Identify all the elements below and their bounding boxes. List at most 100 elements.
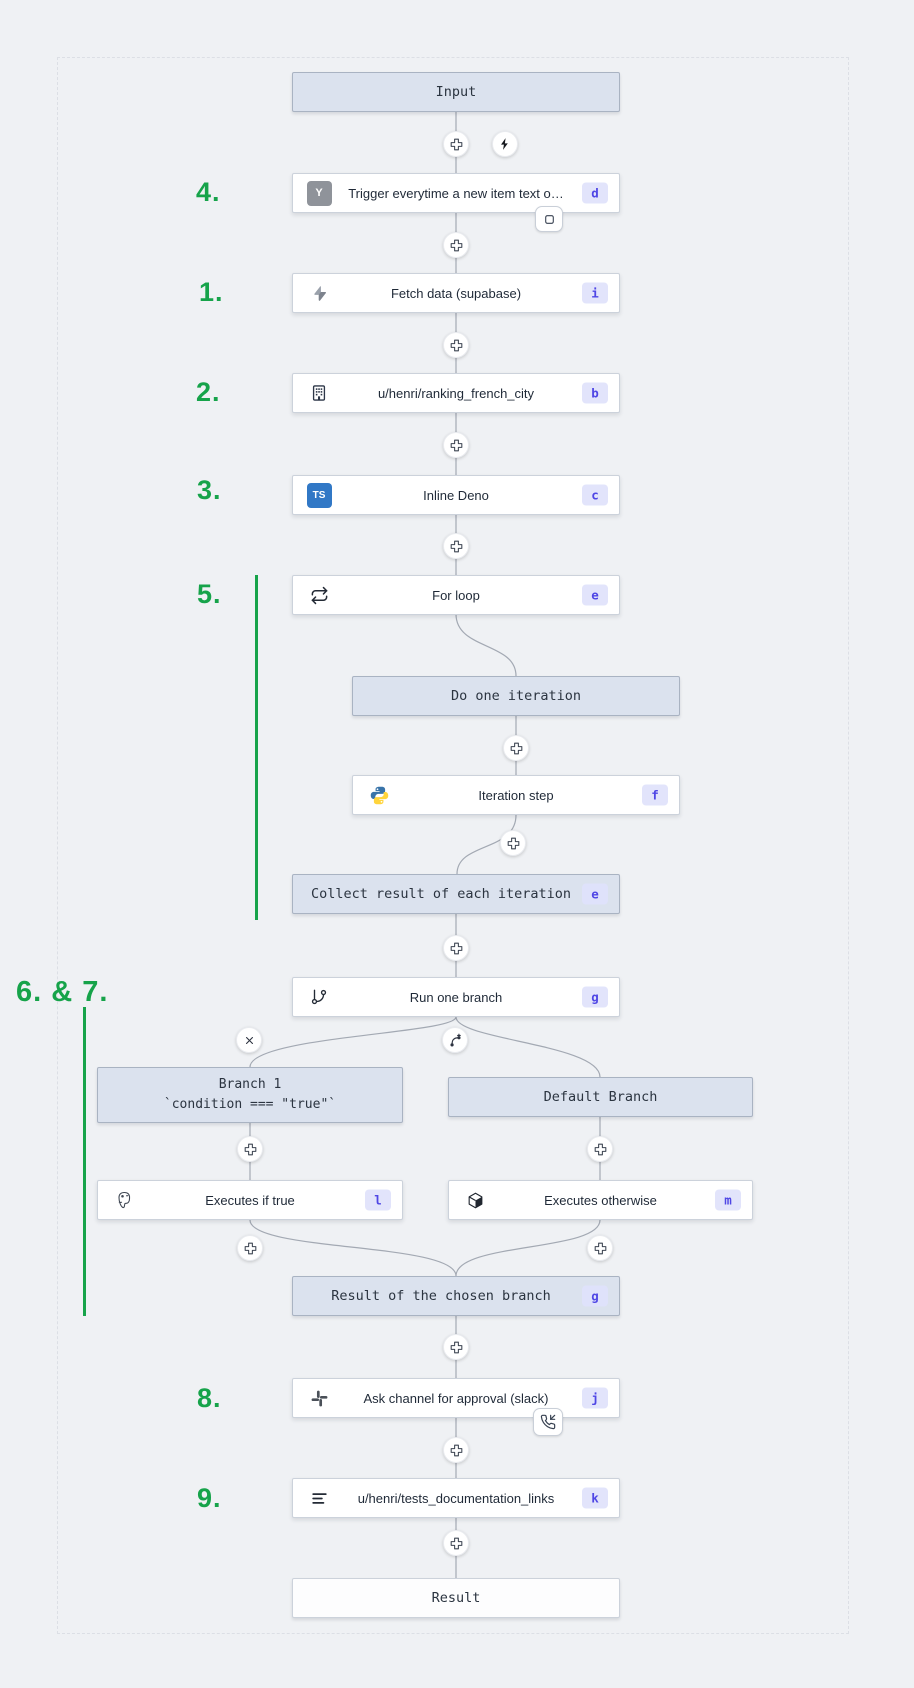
step-ask-approval-badge: j bbox=[582, 1387, 608, 1409]
hacker-news-icon: Y bbox=[306, 180, 332, 206]
step-fetch-data[interactable]: Fetch data (supabase) i bbox=[292, 273, 620, 313]
annotation-number-9: 9. bbox=[197, 1483, 222, 1513]
input-node-label: Input bbox=[435, 84, 477, 100]
plus-icon bbox=[244, 1242, 256, 1254]
step-inline-deno[interactable]: TS Inline Deno c bbox=[292, 475, 620, 515]
insert-step-button[interactable] bbox=[237, 1235, 263, 1261]
supabase-bolt-icon bbox=[306, 280, 332, 306]
insert-step-button[interactable] bbox=[443, 332, 469, 358]
annotation-line-branches bbox=[83, 1007, 86, 1316]
step-fetch-data-badge: i bbox=[582, 282, 608, 304]
insert-step-button[interactable] bbox=[443, 1530, 469, 1556]
annotation-number-8: 8. bbox=[197, 1383, 222, 1413]
git-branch-icon bbox=[306, 984, 332, 1010]
collect-result-badge: e bbox=[582, 883, 608, 905]
insert-step-button[interactable] bbox=[443, 1334, 469, 1360]
default-branch-label: Default Branch bbox=[543, 1089, 658, 1105]
phone-incoming-icon bbox=[540, 1414, 556, 1430]
step-tests-documentation-links[interactable]: u/henri/tests_documentation_links k bbox=[292, 1478, 620, 1518]
step-for-loop[interactable]: For loop e bbox=[292, 575, 620, 615]
text-lines-icon bbox=[306, 1485, 332, 1511]
annotation-line-forloop bbox=[255, 575, 258, 920]
branch1-title: Branch 1 bbox=[218, 1076, 282, 1092]
step-inline-deno-badge: c bbox=[582, 484, 608, 506]
plus-icon bbox=[450, 1444, 462, 1456]
insert-step-button[interactable] bbox=[443, 533, 469, 559]
plus-icon bbox=[450, 439, 462, 451]
step-executes-otherwise-badge: m bbox=[715, 1189, 741, 1211]
plus-icon bbox=[450, 942, 462, 954]
step-ranking-french-city[interactable]: u/henri/ranking_french_city b bbox=[292, 373, 620, 413]
result-node-label: Result bbox=[431, 1590, 481, 1606]
step-for-loop-label: For loop bbox=[432, 587, 480, 603]
plus-icon bbox=[450, 339, 462, 351]
cube-icon bbox=[462, 1187, 488, 1213]
do-one-iteration-label: Do one iteration bbox=[450, 688, 582, 704]
plus-icon bbox=[450, 239, 462, 251]
remove-branch-button[interactable] bbox=[236, 1027, 262, 1053]
step-executes-if-true[interactable]: Executes if true l bbox=[97, 1180, 403, 1220]
plus-icon bbox=[450, 1537, 462, 1549]
plus-icon bbox=[510, 742, 522, 754]
annotation-number-5: 5. bbox=[197, 579, 222, 609]
step-run-one-branch[interactable]: Run one branch g bbox=[292, 977, 620, 1017]
step-executes-if-true-label: Executes if true bbox=[205, 1192, 295, 1208]
typescript-icon: TS bbox=[306, 482, 332, 508]
annotation-number-2: 2. bbox=[196, 377, 221, 407]
plus-icon bbox=[594, 1143, 606, 1155]
default-branch-header[interactable]: Default Branch bbox=[448, 1077, 753, 1117]
step-ranking-french-city-badge: b bbox=[582, 382, 608, 404]
insert-step-button[interactable] bbox=[237, 1136, 263, 1162]
result-chosen-branch-badge: g bbox=[582, 1285, 608, 1307]
step-executes-otherwise-label: Executes otherwise bbox=[544, 1192, 657, 1208]
collect-result-label: Collect result of each iteration bbox=[310, 886, 572, 902]
add-trigger-button[interactable] bbox=[492, 131, 518, 157]
annotation-number-3: 3. bbox=[197, 475, 222, 505]
plus-icon bbox=[594, 1242, 606, 1254]
insert-step-button[interactable] bbox=[443, 232, 469, 258]
bolt-icon bbox=[501, 138, 508, 150]
annotation-number-6-7: 6. & 7. bbox=[16, 976, 109, 1008]
python-icon bbox=[366, 782, 392, 808]
branch1-header[interactable]: Branch 1 `condition === "true"` bbox=[97, 1067, 403, 1123]
insert-step-button[interactable] bbox=[443, 1437, 469, 1463]
step-executes-if-true-badge: l bbox=[365, 1189, 391, 1211]
result-chosen-branch-node[interactable]: Result of the chosen branch g bbox=[292, 1276, 620, 1316]
step-for-loop-badge: e bbox=[582, 584, 608, 606]
annotation-number-1: 1. bbox=[199, 277, 224, 307]
result-node[interactable]: Result bbox=[292, 1578, 620, 1618]
insert-step-button[interactable] bbox=[587, 1136, 613, 1162]
do-one-iteration-node[interactable]: Do one iteration bbox=[352, 676, 680, 716]
trigger-stop-button[interactable] bbox=[535, 206, 563, 232]
add-branch-button[interactable] bbox=[442, 1027, 468, 1053]
insert-step-button[interactable] bbox=[503, 735, 529, 761]
step-trigger-badge: d bbox=[582, 182, 608, 204]
step-iteration-badge: f bbox=[642, 784, 668, 806]
collect-result-node[interactable]: Collect result of each iteration e bbox=[292, 874, 620, 914]
plus-icon bbox=[507, 837, 519, 849]
suspend-approval-button[interactable] bbox=[533, 1408, 563, 1436]
step-iteration[interactable]: Iteration step f bbox=[352, 775, 680, 815]
result-chosen-branch-label: Result of the chosen branch bbox=[331, 1288, 551, 1304]
insert-step-button[interactable] bbox=[500, 830, 526, 856]
insert-step-button[interactable] bbox=[443, 935, 469, 961]
step-executes-otherwise[interactable]: Executes otherwise m bbox=[448, 1180, 753, 1220]
step-trigger[interactable]: Y Trigger everytime a new item text o… d bbox=[292, 173, 620, 213]
insert-step-button[interactable] bbox=[443, 131, 469, 157]
step-fetch-data-label: Fetch data (supabase) bbox=[390, 285, 522, 301]
step-ask-approval-label: Ask channel for approval (slack) bbox=[363, 1390, 549, 1406]
step-run-one-branch-label: Run one branch bbox=[409, 989, 503, 1005]
insert-step-button[interactable] bbox=[443, 432, 469, 458]
repeat-loop-icon bbox=[306, 582, 332, 608]
insert-step-button[interactable] bbox=[587, 1235, 613, 1261]
step-iteration-label: Iteration step bbox=[478, 787, 554, 803]
plus-icon bbox=[450, 138, 462, 150]
step-ranking-french-city-label: u/henri/ranking_french_city bbox=[377, 385, 535, 401]
input-node[interactable]: Input bbox=[292, 72, 620, 112]
plus-icon bbox=[450, 1341, 462, 1353]
square-icon bbox=[544, 214, 554, 224]
step-tests-documentation-links-label: u/henri/tests_documentation_links bbox=[357, 1490, 555, 1506]
step-ask-approval[interactable]: Ask channel for approval (slack) j bbox=[292, 1378, 620, 1418]
plus-icon bbox=[244, 1143, 256, 1155]
